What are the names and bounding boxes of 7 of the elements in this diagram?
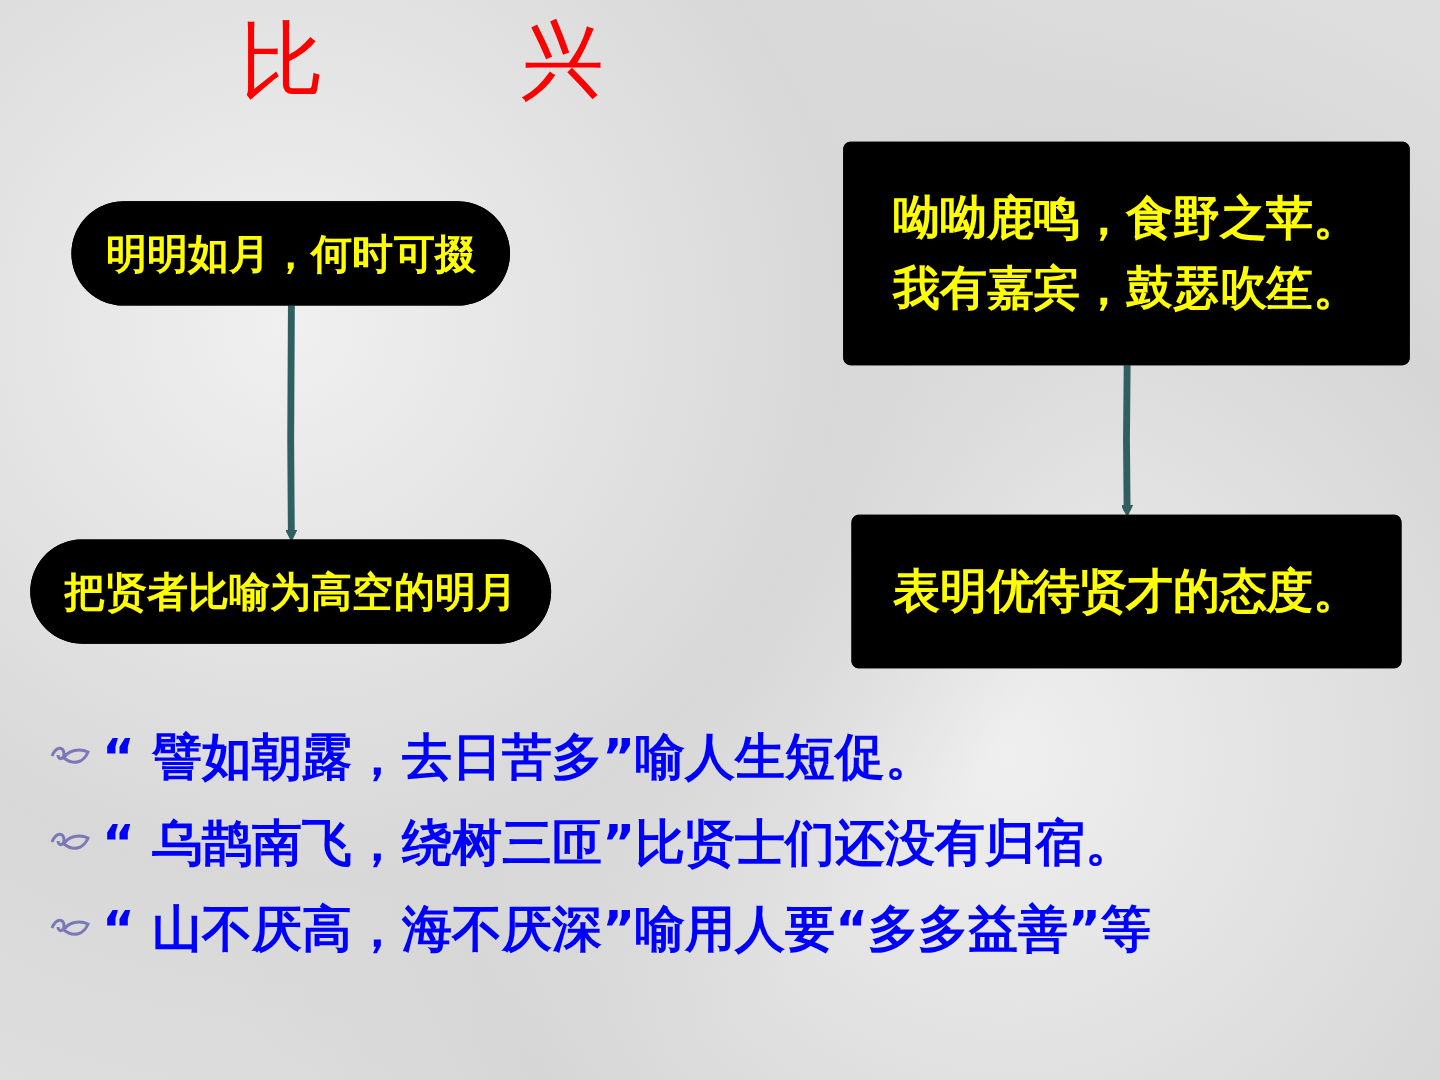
column-heading: 比 xyxy=(240,10,324,110)
bullet-text: “ 乌鹊南飞，绕树三匝”比贤士们还没有归宿。 xyxy=(102,813,1136,874)
arrow xyxy=(285,305,298,542)
arrow xyxy=(1121,365,1134,517)
column-heading: 兴 xyxy=(520,10,604,110)
bullet-text: “ 山不厌高，海不厌深”喻用人要“多多益善”等 xyxy=(102,899,1151,960)
bullet-text: “ 譬如朝露，去日苦多”喻人生短促。 xyxy=(102,727,936,788)
